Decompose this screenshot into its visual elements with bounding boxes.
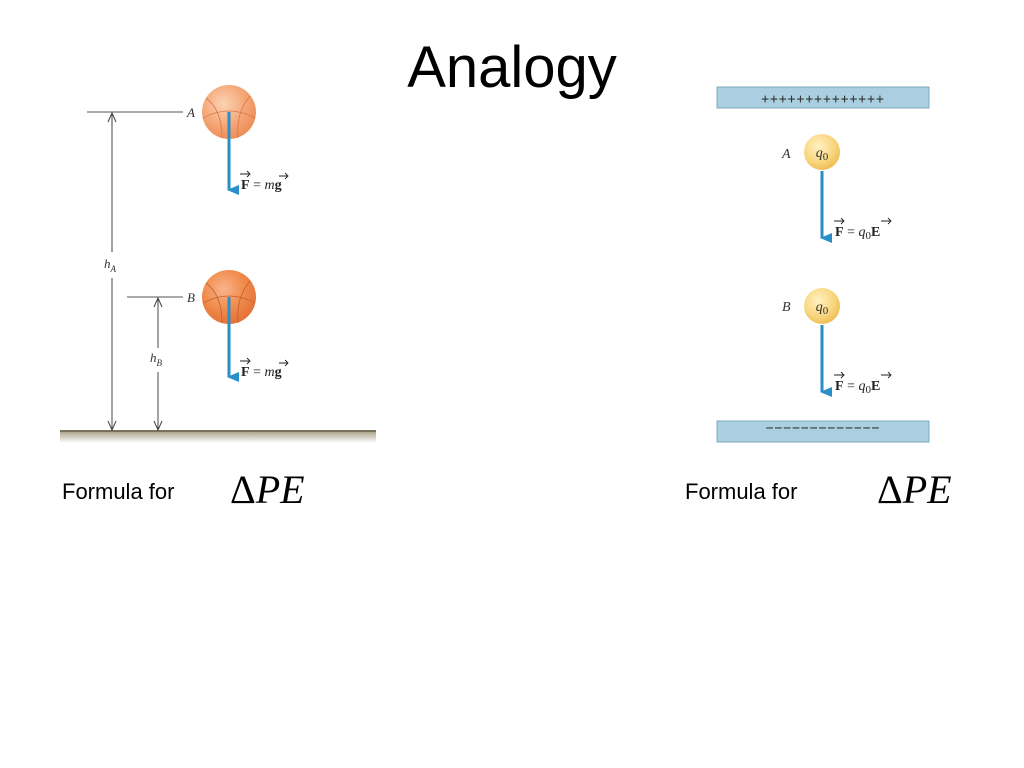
right-caption: Formula for — [685, 479, 798, 504]
ground — [60, 431, 376, 443]
negative-plate — [716, 420, 930, 443]
delta-symbol: Δ — [230, 467, 256, 512]
point-b-label: B — [782, 300, 791, 315]
force-label-a: F = mg — [240, 170, 289, 193]
charge-b: q0 — [804, 288, 840, 324]
left-delta-pe: ΔPE — [230, 466, 305, 513]
svg-text:F = mg: F = mg — [241, 365, 282, 380]
svg-text:F = mg: F = mg — [241, 178, 282, 193]
force-label-a: F = q0E — [834, 217, 892, 242]
force-label-b: F = q0E — [834, 371, 892, 396]
svg-text:F = q0E: F = q0E — [835, 379, 880, 396]
svg-text:F = q0E: F = q0E — [835, 225, 880, 242]
charge-a: q0 — [804, 134, 840, 170]
svg-text:q0: q0 — [816, 146, 829, 163]
force-label-b: F = mg — [240, 357, 289, 380]
delta-symbol: Δ — [877, 467, 903, 512]
height-b-label: hB — [150, 350, 163, 368]
right-delta-pe: ΔPE — [877, 466, 952, 513]
left-caption: Formula for — [62, 479, 175, 504]
negative-plate-signs: −−−−−−−−−−−−− — [766, 421, 881, 436]
height-a-label: hA — [104, 256, 117, 274]
pe-variable: PE — [902, 467, 952, 512]
positive-plate — [716, 86, 930, 109]
point-a-label: A — [186, 105, 195, 120]
point-a-label: A — [781, 147, 791, 162]
pe-variable: PE — [255, 467, 305, 512]
slide-title: Analogy — [407, 35, 617, 100]
svg-text:q0: q0 — [816, 300, 829, 317]
point-b-label: B — [187, 290, 195, 305]
positive-plate-signs: ++++++++++++++ — [761, 92, 885, 107]
